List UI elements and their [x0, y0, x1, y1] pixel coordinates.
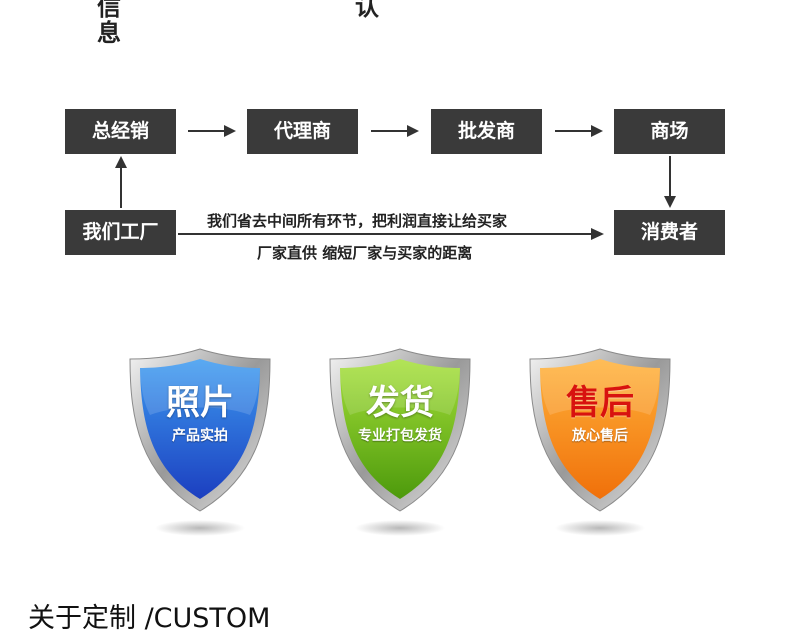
arrow-right-icon [188, 125, 236, 137]
top-fragment-middle: 认 [355, 0, 379, 21]
box-mall: 商场 [614, 109, 725, 154]
arrow-right-icon [371, 125, 419, 137]
badge-shipping: 发货 专业打包发货 [325, 345, 475, 545]
box-distributor: 批发商 [431, 109, 542, 154]
badge-photo-title: 照片 [166, 383, 234, 423]
badge-photo: 照片 产品实拍 [125, 345, 275, 545]
top-fragment-left-line2: 息 [97, 19, 121, 47]
box-wholesaler: 总经销 [65, 109, 176, 154]
badge-photo-subtitle: 产品实拍 [172, 428, 228, 444]
badge-shipping-subtitle: 专业打包发货 [358, 428, 442, 444]
shield-icon [529, 348, 671, 536]
flow-note-line1: 我们省去中间所有环节，把利润直接让给买家 [207, 212, 508, 230]
badge-aftersales-subtitle: 放心售后 [572, 428, 628, 444]
box-consumer: 消费者 [614, 210, 725, 255]
badge-shipping-title: 发货 [366, 383, 434, 423]
section-title: 关于定制 /CUSTOM [28, 603, 271, 634]
flow-note-line2: 厂家直供 缩短厂家与买家的距离 [257, 244, 473, 262]
box-agent: 代理商 [247, 109, 358, 154]
shield-icon [129, 348, 271, 536]
badge-aftersales-title: 售后 [566, 383, 634, 423]
top-fragment-left: 信 息 [97, 0, 121, 46]
box-factory: 我们工厂 [65, 210, 176, 255]
shield-icon [329, 348, 471, 536]
badge-aftersales: 售后 放心售后 [525, 345, 675, 545]
arrow-up-icon [115, 156, 127, 208]
arrow-right-long-icon [178, 228, 604, 240]
arrow-right-icon [555, 125, 603, 137]
arrow-down-icon [664, 156, 676, 208]
top-fragment-left-line1: 信 [97, 0, 121, 21]
